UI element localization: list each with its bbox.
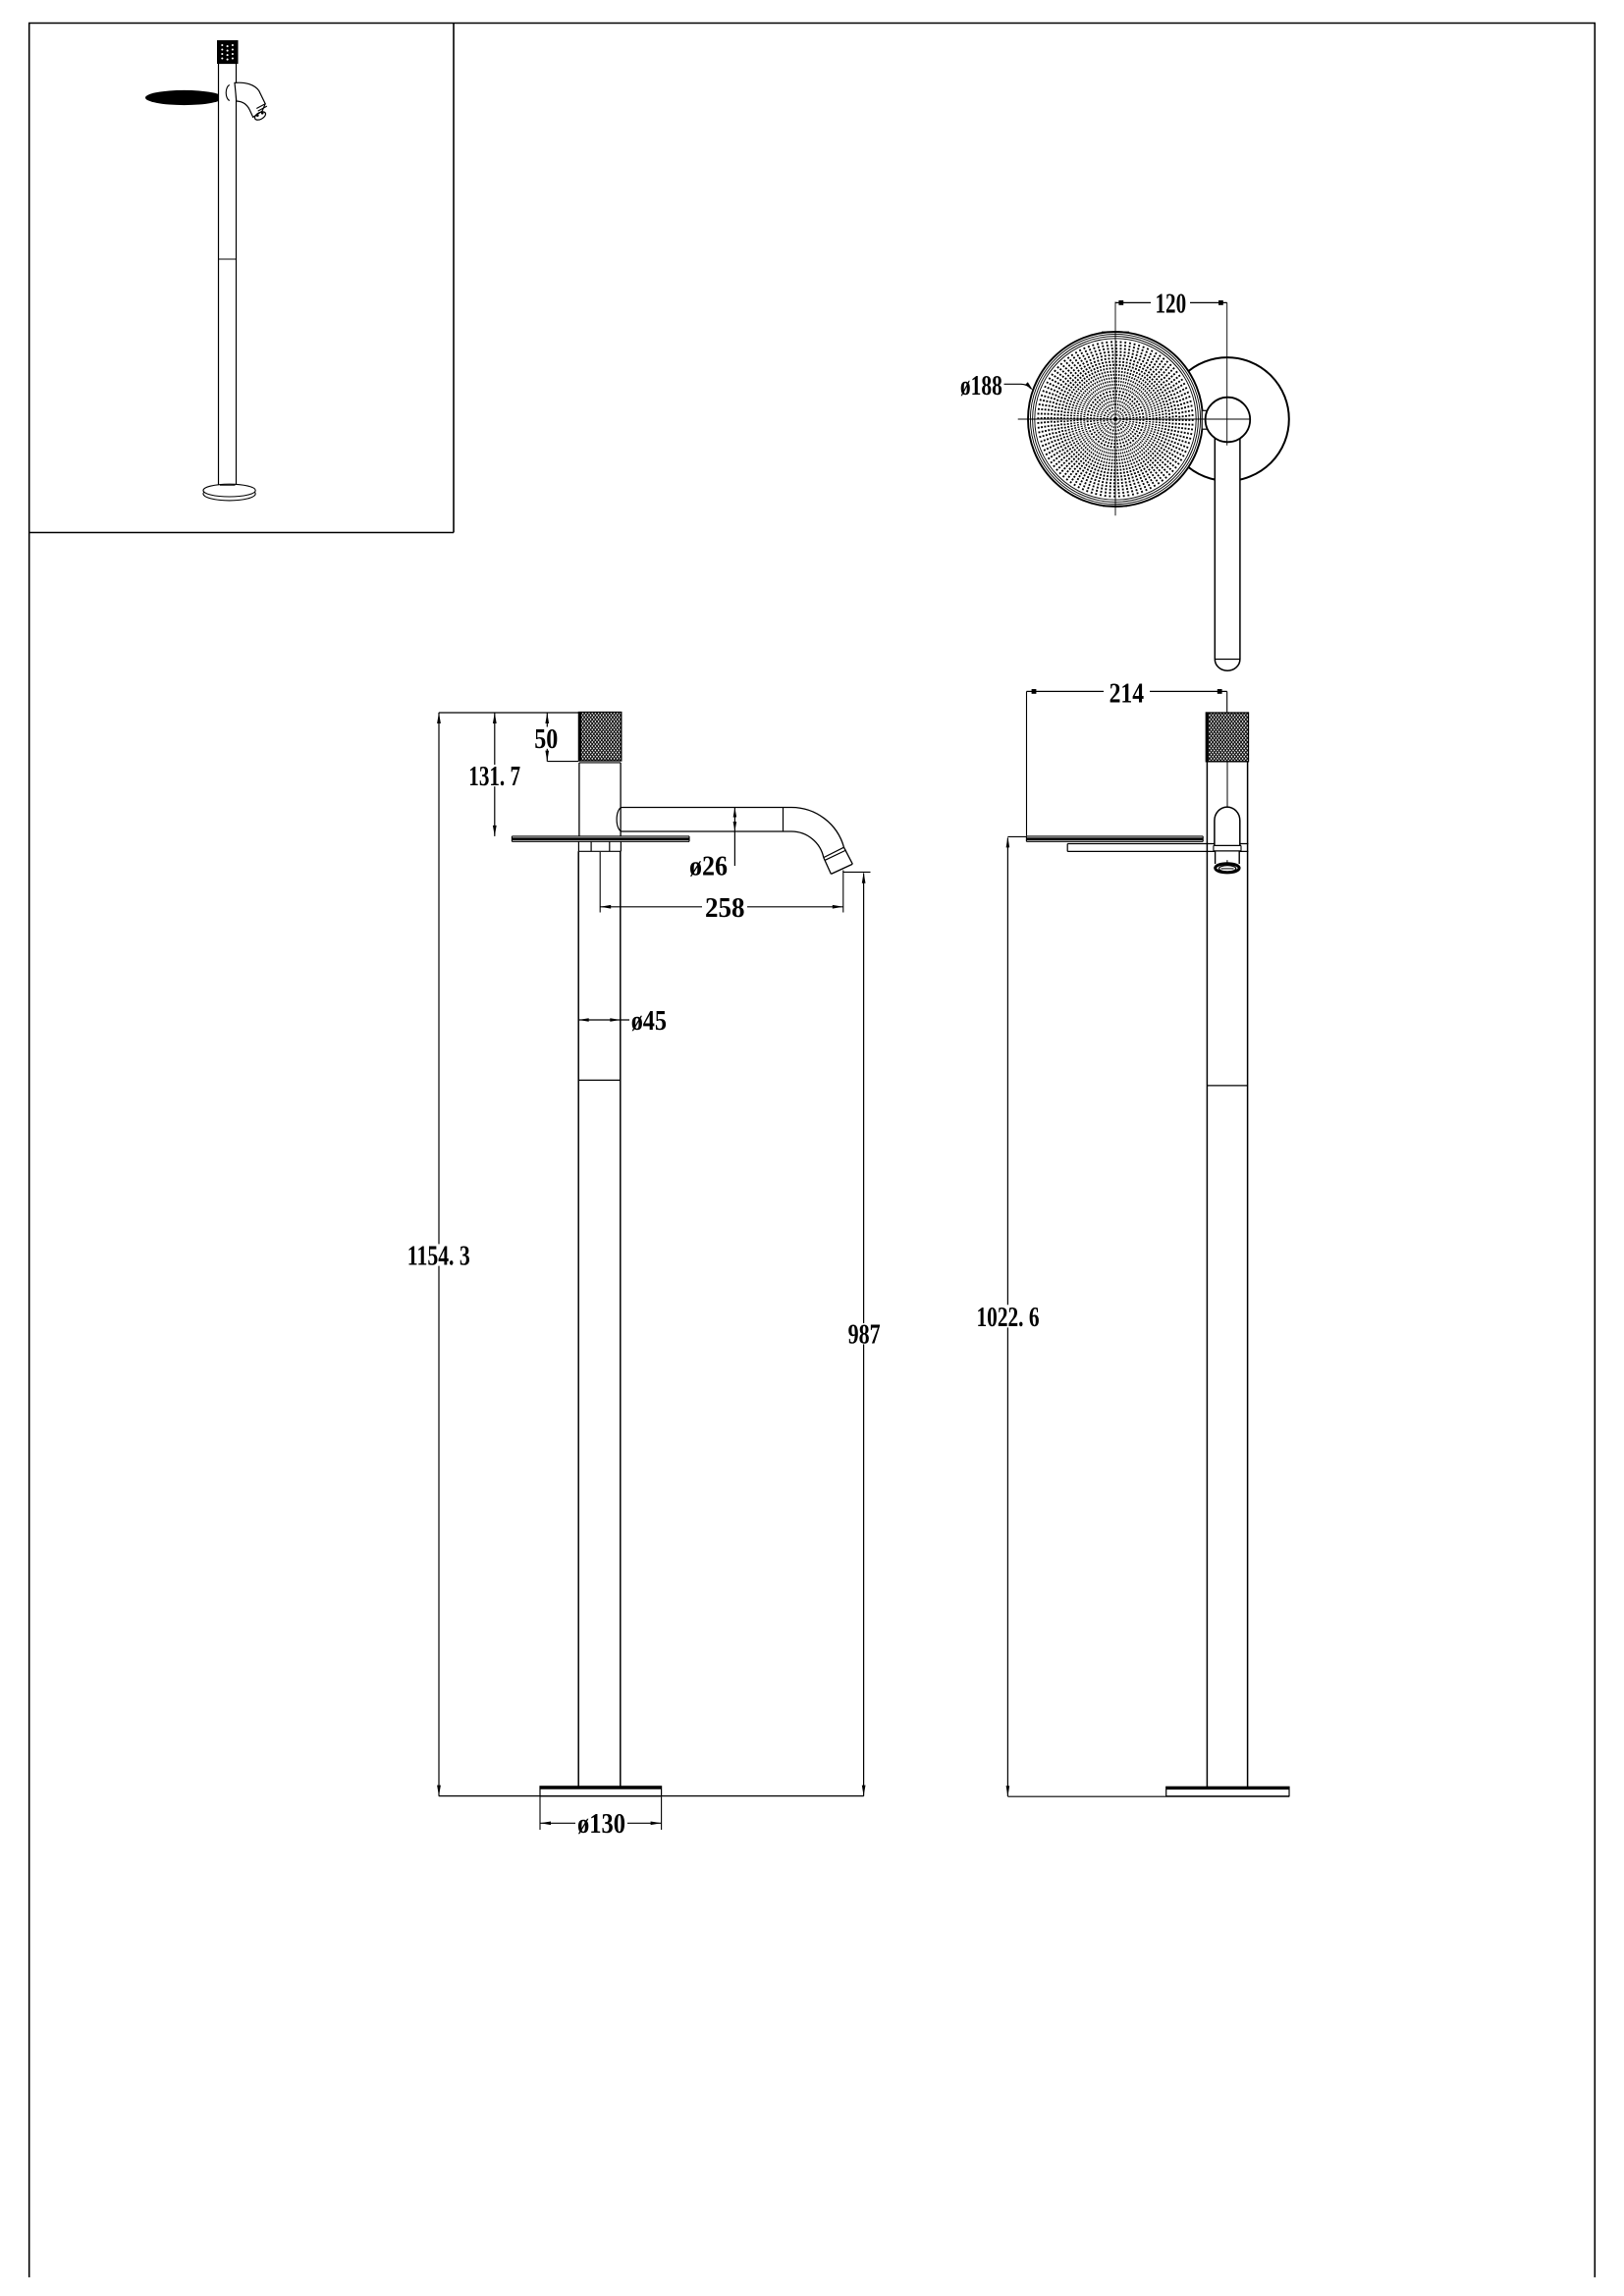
svg-text:ø45: ø45 xyxy=(631,1006,667,1037)
svg-text:131. 7: 131. 7 xyxy=(468,762,520,792)
svg-text:ø130: ø130 xyxy=(577,1809,625,1840)
svg-text:258: 258 xyxy=(705,893,745,924)
svg-text:214: 214 xyxy=(1110,679,1145,710)
svg-text:987: 987 xyxy=(848,1320,881,1351)
svg-text:1022. 6: 1022. 6 xyxy=(977,1303,1040,1333)
svg-text:ø188: ø188 xyxy=(960,371,1002,401)
svg-text:ø26: ø26 xyxy=(689,852,728,882)
svg-text:120: 120 xyxy=(1156,289,1187,319)
svg-text:1154. 3: 1154. 3 xyxy=(407,1242,470,1272)
svg-text:50: 50 xyxy=(534,724,558,755)
